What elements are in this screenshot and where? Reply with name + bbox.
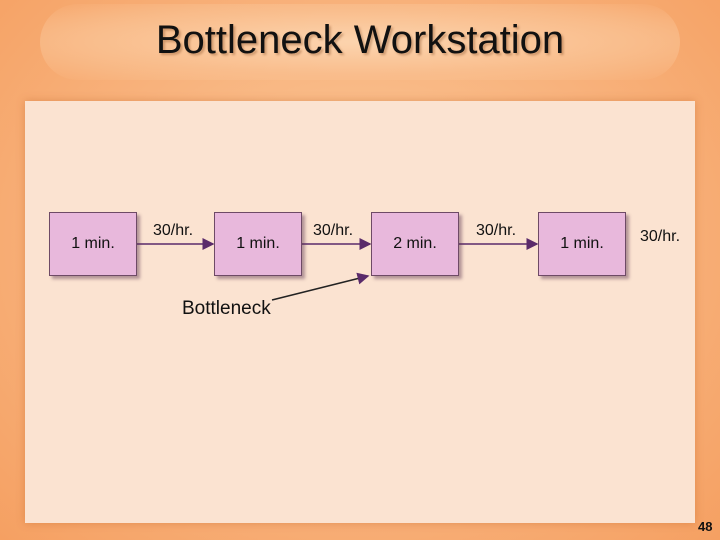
rate-label-2: 30/hr. [313, 222, 354, 239]
rate-label-1: 30/hr. [153, 222, 194, 239]
workstation-time-3: 2 min. [393, 235, 437, 252]
workstation-box-1: 1 min. [49, 212, 137, 276]
rate-label-4: 30/hr. [640, 228, 681, 245]
bottleneck-label: Bottleneck [182, 298, 271, 319]
workstation-time-2: 1 min. [236, 235, 280, 252]
workstation-time-1: 1 min. [71, 235, 115, 252]
page-number: 48 [698, 519, 713, 534]
content-panel [25, 101, 695, 523]
bottleneck-pointer-arrow [271, 272, 370, 301]
title-band [40, 4, 680, 80]
workstation-box-2: 1 min. [214, 212, 302, 276]
workstation-box-4: 1 min. [538, 212, 626, 276]
rate-label-3: 30/hr. [476, 222, 517, 239]
workstation-time-4: 1 min. [560, 235, 604, 252]
workstation-box-3-bottleneck: 2 min. [371, 212, 459, 276]
slide-title: Bottleneck Workstation [155, 18, 565, 62]
